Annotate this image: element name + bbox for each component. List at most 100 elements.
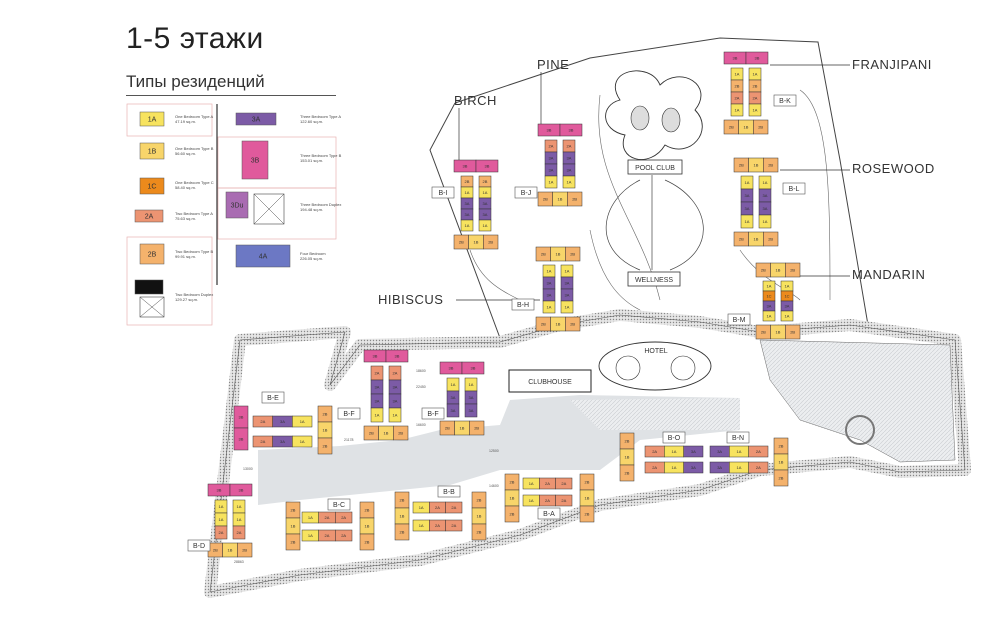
unit-label: 2A bbox=[549, 144, 554, 149]
unit-label: 2B bbox=[758, 125, 763, 130]
unit-label: 3A bbox=[785, 304, 790, 309]
unit-2B bbox=[619, 464, 635, 482]
unit-label: 3A bbox=[691, 465, 696, 470]
unit-2B bbox=[763, 157, 779, 173]
unit-1A bbox=[544, 175, 558, 189]
roundabout bbox=[845, 415, 875, 445]
legend-area: 129.27 sq.m. bbox=[175, 297, 198, 302]
unit-label: 1A bbox=[745, 180, 750, 185]
legend-swatch-1c bbox=[139, 177, 165, 195]
unit-label: 1A bbox=[737, 465, 742, 470]
dimension-label: 16600 bbox=[416, 423, 426, 427]
unit-2B bbox=[483, 234, 499, 250]
unit-label: 3A bbox=[451, 408, 456, 413]
unit-1A bbox=[762, 310, 776, 322]
unit-1A bbox=[292, 415, 313, 428]
unit-label: 1A bbox=[785, 284, 790, 289]
unit-3A bbox=[683, 461, 704, 474]
pool-club: POOL CLUB WELLNESS bbox=[605, 70, 704, 287]
unit-label: 1A bbox=[300, 439, 305, 444]
unit-2B bbox=[504, 505, 520, 523]
unit-2B bbox=[565, 246, 581, 262]
unit-label: 2A bbox=[393, 371, 398, 376]
legend-area: 56.60 sq.m. bbox=[175, 151, 196, 156]
legend-swatch-1a bbox=[139, 111, 165, 127]
unit-label: 1A bbox=[483, 223, 488, 228]
legend-swatch-2a bbox=[134, 209, 164, 223]
zone-label-pine: PINE bbox=[537, 57, 569, 72]
block-label: B-M bbox=[733, 317, 746, 324]
unit-label: 1A bbox=[375, 413, 380, 418]
legend-swatch-1b bbox=[139, 142, 165, 160]
unit-label: 2A bbox=[375, 371, 380, 376]
unit-label: 1A bbox=[735, 108, 740, 113]
unit-3B bbox=[233, 427, 249, 451]
block-label-box bbox=[537, 507, 561, 520]
unit-label: 1A bbox=[308, 533, 313, 538]
unit-label: 2B bbox=[729, 125, 734, 130]
unit-2B bbox=[237, 542, 253, 558]
block-label-box bbox=[782, 182, 806, 195]
unit-label: 1A bbox=[483, 190, 488, 195]
block-label: B-J bbox=[521, 190, 532, 197]
unit-label: 1B bbox=[744, 125, 749, 130]
unit-label: 1A bbox=[529, 498, 534, 503]
unit-label: 3B bbox=[755, 56, 760, 61]
unit-label: 2B bbox=[790, 268, 795, 273]
unit-label: 3A bbox=[280, 419, 285, 424]
block-label-box bbox=[726, 431, 750, 444]
unit-label: 2A bbox=[545, 498, 550, 503]
unit-label: 3B bbox=[239, 415, 244, 420]
block-label-box bbox=[327, 498, 351, 511]
legend-swatch-3b bbox=[241, 140, 269, 180]
unit-label: 1B bbox=[776, 330, 781, 335]
zone-label-hibiscus: HIBISCUS bbox=[378, 292, 443, 307]
unit-label: 1A bbox=[753, 108, 758, 113]
unit-label: 2B bbox=[510, 480, 515, 485]
unit-label: 2B bbox=[779, 444, 784, 449]
unit-label: 2A bbox=[652, 449, 657, 454]
legend-name: Three Bedroom Type A bbox=[300, 114, 341, 119]
unit-2B bbox=[785, 324, 801, 340]
unit-3A bbox=[446, 403, 460, 418]
unit-label: 1B bbox=[323, 428, 328, 433]
unit-2A bbox=[232, 525, 246, 540]
unit-1A bbox=[542, 300, 556, 314]
block-label-box bbox=[773, 94, 797, 107]
unit-label: 2A bbox=[325, 533, 330, 538]
unit-label: 1B bbox=[477, 514, 482, 519]
unit-label: 1A bbox=[300, 419, 305, 424]
block-label-box bbox=[437, 485, 461, 498]
unit-2B bbox=[567, 191, 583, 207]
unit-label: 3A bbox=[280, 439, 285, 444]
unit-label: 1A bbox=[465, 190, 470, 195]
block-label: B-O bbox=[668, 435, 681, 442]
block-label: B-F bbox=[343, 411, 354, 418]
unit-label: 2A bbox=[341, 515, 346, 520]
unit-1A bbox=[562, 175, 576, 189]
unit-2B bbox=[785, 262, 801, 278]
block-label: B-I bbox=[439, 190, 448, 197]
legend-swatch-2d bbox=[134, 279, 164, 295]
unit-label: 1A bbox=[753, 72, 758, 77]
unit-label: 1A bbox=[735, 72, 740, 77]
unit-label: 2B bbox=[735, 84, 740, 89]
unit-label: 2B bbox=[365, 540, 370, 545]
block-label: B-E bbox=[267, 395, 279, 402]
clubhouse: CLUBHOUSE bbox=[508, 369, 592, 393]
unit-label: 1A bbox=[219, 504, 224, 509]
unit-label: 1B bbox=[556, 322, 561, 327]
unit-label: 2A bbox=[260, 419, 265, 424]
legend-divider bbox=[126, 95, 336, 96]
unit-label: 2B bbox=[213, 548, 218, 553]
unit-label: 1A bbox=[529, 481, 534, 486]
unit-label: 1A bbox=[237, 517, 242, 522]
unit-2B bbox=[394, 523, 410, 541]
north-paths bbox=[469, 89, 831, 311]
unit-label: 3A bbox=[375, 385, 380, 390]
unit-label: 2A bbox=[567, 144, 572, 149]
legend-name: Two Bedroom Duplex bbox=[175, 292, 213, 297]
unit-1A bbox=[560, 300, 574, 314]
